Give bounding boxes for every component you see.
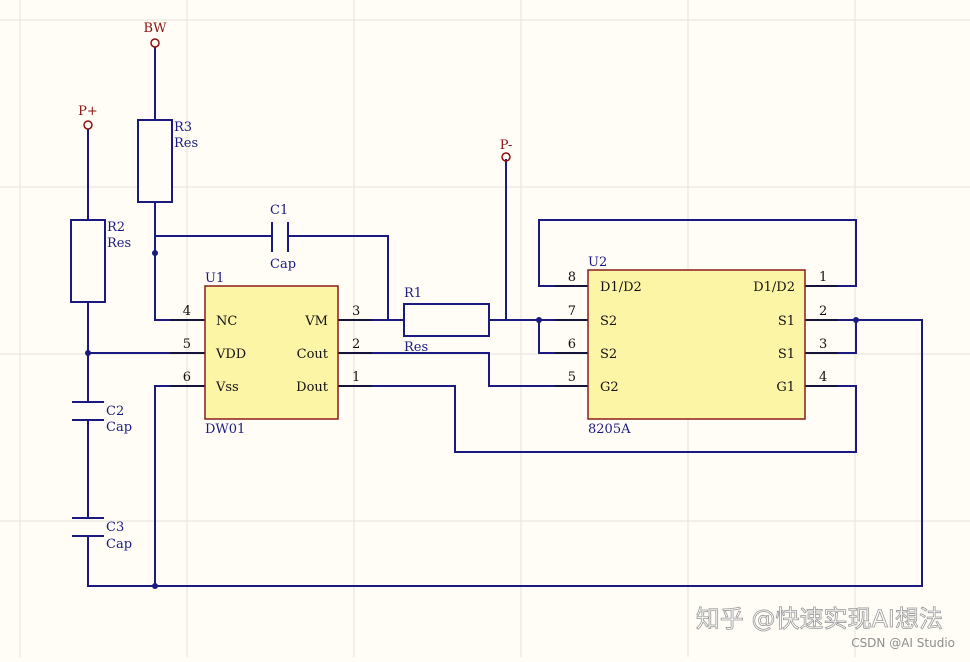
u2-pin-3-number: 3	[819, 337, 827, 352]
u2-pin-4-number: 4	[819, 370, 827, 385]
port-p-plus-circle[interactable]	[83, 120, 93, 130]
r1-value: Res	[404, 340, 428, 355]
net-label-bw: BW	[144, 21, 168, 36]
u2-pin-5-name: G2	[600, 380, 619, 395]
wire	[154, 385, 206, 587]
u1-pin-vm-number: 3	[352, 304, 360, 319]
capacitor-c1-symbol[interactable]	[271, 222, 289, 252]
net-label-p-plus: P+	[78, 104, 98, 119]
watermark-main: 知乎 @快速实现AI想法	[696, 605, 943, 633]
wire	[538, 219, 857, 287]
wire	[804, 319, 857, 354]
u2-part: 8205A	[588, 422, 631, 437]
u1-pin-vdd-name: VDD	[215, 347, 246, 362]
ic-pin-stubs	[170, 285, 838, 387]
resistor-r1-body[interactable]	[403, 303, 490, 337]
u1-part: DW01	[205, 422, 245, 437]
wires	[87, 47, 923, 587]
wire	[337, 385, 857, 453]
wire	[87, 319, 923, 587]
wire	[287, 235, 389, 321]
c3-designator: C3	[106, 520, 124, 535]
u2-pin-4-name: G1	[776, 380, 795, 395]
junctions	[85, 250, 859, 589]
junction-dot	[152, 250, 158, 256]
u2-pin-6-number: 6	[568, 337, 576, 352]
u2-8205a-body[interactable]	[587, 269, 806, 420]
u2-pin-1-number: 1	[819, 270, 827, 285]
r2-designator: R2	[107, 220, 125, 235]
junction-dot	[152, 583, 158, 589]
c1-value: Cap	[270, 257, 296, 272]
resistor-r3-body[interactable]	[137, 119, 173, 203]
port-p-minus-circle[interactable]	[501, 152, 511, 162]
c1-designator: C1	[270, 203, 288, 218]
c2-designator: C2	[106, 404, 124, 419]
r3-designator: R3	[174, 120, 192, 135]
u2-pin-3-name: S1	[778, 347, 795, 362]
capacitors	[72, 222, 289, 537]
u1-pin-vdd-number: 5	[183, 337, 191, 352]
wire	[538, 319, 589, 354]
net-label-p-minus: P-	[500, 138, 512, 153]
u1-dw01-body[interactable]	[204, 285, 339, 420]
u2-pin-5-number: 5	[568, 370, 576, 385]
u2-pin-1-name: D1/D2	[753, 280, 795, 295]
u1-pin-nc-number: 4	[183, 304, 191, 319]
u2-pin-8-number: 8	[568, 270, 576, 285]
u1-pin-vss-number: 6	[183, 370, 191, 385]
wire	[154, 201, 206, 321]
junction-dot	[853, 317, 859, 323]
u2-pin-6-name: S2	[600, 347, 617, 362]
u1-pin-dout-number: 1	[352, 370, 360, 385]
junction-dot	[85, 350, 91, 356]
resistors	[70, 119, 490, 337]
u1-pin-vm-name: VM	[304, 314, 328, 329]
u2-pin-7-number: 7	[568, 304, 576, 319]
u2-pin-8-name: D1/D2	[600, 280, 642, 295]
capacitor-c3-symbol[interactable]	[72, 517, 104, 537]
u1-pin-vss-name: Vss	[215, 380, 239, 395]
r1-designator: R1	[404, 286, 422, 301]
capacitor-c2-symbol[interactable]	[72, 401, 104, 421]
wire	[337, 352, 589, 387]
u1-pin-nc-name: NC	[216, 314, 237, 329]
resistor-r2-body[interactable]	[70, 219, 106, 303]
c3-value: Cap	[106, 537, 132, 552]
u1-pin-dout-name: Dout	[296, 380, 329, 395]
c2-value: Cap	[106, 420, 132, 435]
r3-value: Res	[174, 136, 198, 151]
power-ports	[83, 38, 511, 162]
u2-pin-2-name: S1	[778, 314, 795, 329]
r2-value: Res	[107, 236, 131, 251]
port-bw-circle[interactable]	[150, 38, 160, 48]
watermark-sub: CSDN @AI Studio	[851, 636, 955, 650]
u1-pin-cout-number: 2	[352, 337, 360, 352]
u2-designator: U2	[588, 255, 607, 270]
u1-pin-cout-name: Cout	[297, 347, 329, 362]
junction-dot	[536, 317, 542, 323]
u1-designator: U1	[205, 271, 224, 286]
u2-pin-7-name: S2	[600, 314, 617, 329]
u2-pin-2-number: 2	[819, 304, 827, 319]
